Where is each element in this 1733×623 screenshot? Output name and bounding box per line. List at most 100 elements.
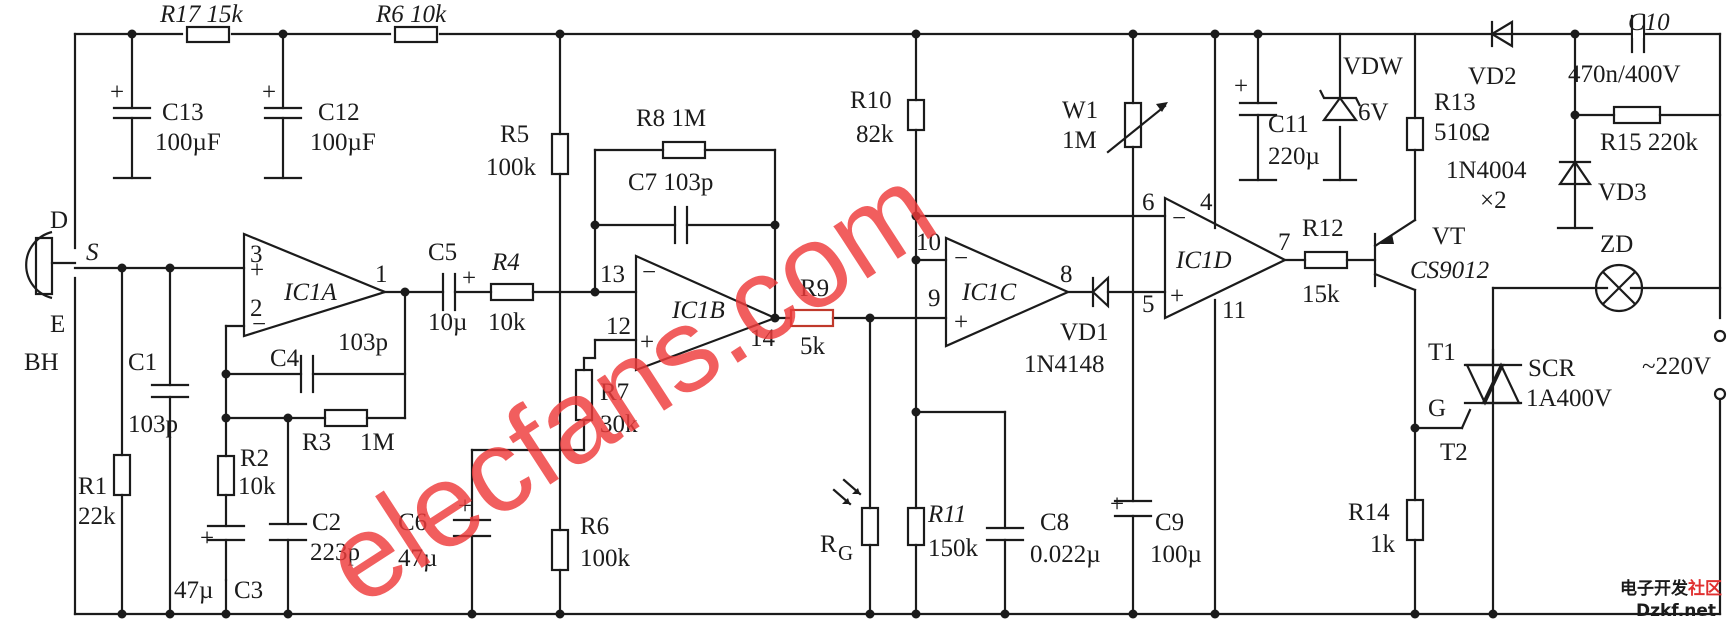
r9-resistor: R9 5k [789, 275, 835, 360]
svg-text:R15 220k: R15 220k [1600, 129, 1698, 156]
svg-text:R12: R12 [1302, 215, 1344, 242]
svg-text:R3: R3 [302, 429, 331, 456]
c9-capacitor: + C9 100µ [1110, 491, 1202, 568]
c2-capacitor: C2 223p [268, 509, 360, 566]
svg-text:E: E [50, 311, 65, 338]
scr-triac: T1 G T2 SCR 1A400V [1428, 339, 1612, 466]
vt-transistor: VT CS9012 [1373, 218, 1489, 292]
svg-text:VD3: VD3 [1598, 179, 1647, 206]
svg-text:2: 2 [250, 295, 263, 322]
svg-text:150k: 150k [928, 535, 979, 562]
svg-text:R7: R7 [600, 379, 629, 406]
svg-text:+: + [250, 257, 264, 284]
supply-wiring [1256, 32, 1722, 616]
r1-resistor: R1 22k [78, 453, 132, 530]
svg-text:10µ: 10µ [428, 309, 467, 336]
svg-text:BH: BH [24, 349, 59, 376]
svg-text:5k: 5k [800, 333, 826, 360]
svg-text:1N4148: 1N4148 [1024, 351, 1105, 378]
svg-text:470n/400V: 470n/400V [1568, 61, 1681, 88]
r4-resistor: R4 10k [488, 249, 535, 336]
svg-text:+: + [1170, 283, 1184, 310]
svg-text:1: 1 [375, 261, 388, 288]
r10-resistor: R10 82k [850, 87, 926, 148]
svg-text:14: 14 [750, 325, 776, 352]
svg-text:W1: W1 [1062, 97, 1098, 124]
svg-text:+: + [262, 79, 276, 106]
svg-text:+: + [1110, 491, 1124, 518]
junction-dots [117, 29, 1580, 619]
ic1d-opamp: − + IC1D 6 4 5 7 11 [1142, 189, 1291, 324]
r14-resistor: R14 1k [1348, 498, 1425, 558]
r3-resistor: R3 1M [302, 408, 395, 456]
vdw-zener: VDW 6V [1319, 53, 1403, 182]
svg-text:47µ: 47µ [174, 577, 213, 604]
r15-resistor: R15 220k [1600, 105, 1698, 156]
svg-text:R10: R10 [850, 87, 892, 114]
c10-capacitor: C10 470n/400V [1568, 9, 1681, 88]
svg-text:C13: C13 [162, 99, 204, 126]
svg-text:C9: C9 [1155, 509, 1184, 536]
w1-potentiometer: W1 1M [1062, 97, 1168, 154]
svg-text:1M: 1M [1062, 127, 1097, 154]
svg-text:5: 5 [1142, 291, 1155, 318]
svg-text:510Ω: 510Ω [1434, 119, 1490, 146]
svg-text:T1: T1 [1428, 339, 1456, 366]
svg-text:1k: 1k [1370, 531, 1396, 558]
input-wiring [73, 266, 407, 616]
c1-capacitor: C1 103p [128, 349, 190, 438]
c5-capacitor: + C5 10µ [428, 239, 476, 336]
svg-text:11: 11 [1222, 297, 1246, 324]
r5-resistor: R5 100k [486, 121, 570, 181]
svg-text:R1: R1 [78, 473, 107, 500]
c4-capacitor: C4 103p [270, 329, 388, 394]
c7-capacitor: C7 103p [628, 169, 713, 245]
r17-resistor: R17 15k [159, 1, 244, 44]
stage4-wiring [1131, 32, 1377, 616]
svg-text:电子开发社区: 电子开发社区 [1620, 578, 1722, 599]
svg-text:1M: 1M [360, 429, 395, 456]
svg-text:C2: C2 [312, 509, 341, 536]
svg-text:C12: C12 [318, 99, 360, 126]
r12-resistor: R12 15k [1302, 215, 1349, 308]
svg-text:D: D [50, 207, 68, 234]
svg-text:VD2: VD2 [1468, 63, 1517, 90]
svg-text:30k: 30k [600, 411, 638, 438]
svg-text:Dzkf.net: Dzkf.net [1636, 601, 1716, 621]
svg-text:R4: R4 [491, 249, 520, 276]
svg-text:8: 8 [1060, 261, 1073, 288]
svg-text:~220V: ~220V [1642, 353, 1711, 380]
svg-text:13: 13 [600, 261, 625, 288]
vd2-diode: VD2 [1468, 20, 1517, 90]
svg-text:C11: C11 [1268, 111, 1309, 138]
svg-text:G: G [1428, 395, 1446, 422]
r7-resistor: R7 30k [574, 368, 638, 438]
svg-text:C3: C3 [234, 577, 263, 604]
svg-text:−: − [954, 245, 968, 272]
svg-text:IC1A: IC1A [283, 279, 338, 306]
svg-text:R6: R6 [580, 513, 609, 540]
svg-text:10k: 10k [238, 473, 276, 500]
r6-top-resistor: R6 10k [375, 1, 447, 44]
svg-text:47µ: 47µ [398, 545, 437, 572]
svg-text:×2: ×2 [1480, 187, 1507, 214]
svg-text:103p: 103p [128, 411, 178, 438]
svg-text:100k: 100k [486, 154, 537, 181]
svg-text:10: 10 [916, 229, 941, 256]
c12-capacitor: + C12 100µF [262, 32, 376, 180]
svg-text:+: + [640, 329, 654, 356]
svg-text:C6: C6 [398, 509, 427, 536]
svg-text:C10: C10 [1628, 9, 1670, 36]
vd1-diode: VD1 1N4148 [1024, 275, 1110, 378]
svg-text:+: + [110, 79, 124, 106]
svg-text:+: + [200, 525, 214, 552]
svg-text:4: 4 [1200, 189, 1213, 216]
svg-text:R6 10k: R6 10k [375, 1, 447, 28]
svg-text:100µF: 100µF [310, 129, 376, 156]
zd-lamp: ZD [1594, 231, 1644, 313]
svg-text:CS9012: CS9012 [1410, 257, 1489, 284]
vd3-diode: VD3 [1556, 160, 1647, 230]
svg-text:100µF: 100µF [155, 129, 221, 156]
svg-text:IC1C: IC1C [961, 279, 1017, 306]
